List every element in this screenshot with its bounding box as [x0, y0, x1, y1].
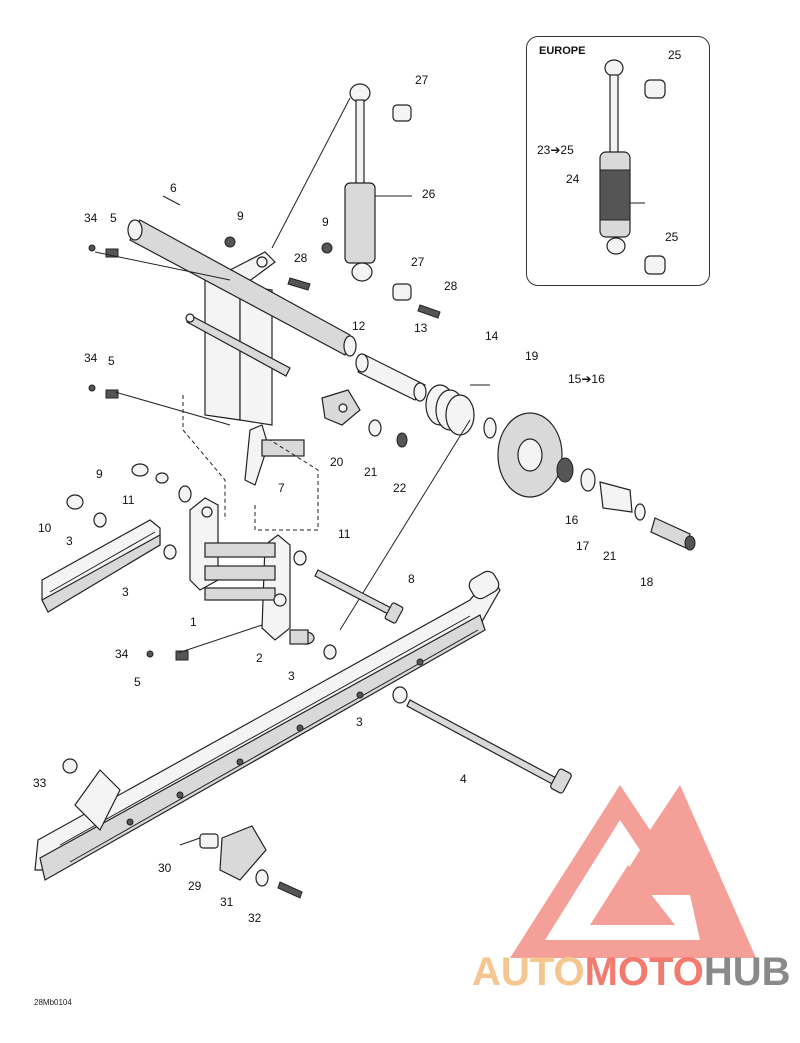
callout-labels: 1 2 3 3 3 3 4 5 5 5 6 7 8 9 9 9 10 11 11…: [33, 48, 682, 925]
idler-wheel: [483, 412, 696, 551]
callout-28: 28: [294, 251, 308, 265]
callout-12: 12: [352, 319, 366, 333]
diagram-code: 28Mb0104: [34, 998, 72, 1007]
callout-5: 5: [108, 354, 115, 368]
callout-3: 3: [66, 534, 73, 548]
callout-1: 1: [190, 615, 197, 629]
callout-30: 30: [158, 861, 172, 875]
watermark-text: AUTOMOTOHUB: [472, 950, 791, 995]
callout-11: 11: [122, 493, 135, 507]
europe-title: EUROPE: [539, 45, 586, 57]
callout-3: 3: [356, 715, 363, 729]
rear-hardware: [62, 758, 303, 899]
callout-18: 18: [640, 575, 654, 589]
callout-23-25: 23➔25: [537, 143, 574, 157]
europe-variant-box: EUROPE: [526, 36, 710, 286]
callout-21: 21: [603, 549, 617, 563]
callout-27: 27: [411, 255, 425, 269]
watermark-part-hub: HUB: [703, 950, 791, 994]
callout-29: 29: [188, 879, 202, 893]
callout-26: 26: [422, 187, 436, 201]
callout-25: 25: [665, 230, 679, 244]
callout-27: 27: [415, 73, 429, 87]
callout-14: 14: [485, 329, 499, 343]
cross-rod: [185, 313, 291, 377]
watermark-part-auto: AUTO: [472, 950, 585, 994]
callout-21: 21: [364, 465, 378, 479]
callout-17: 17: [576, 539, 590, 553]
shock-absorber: [224, 83, 441, 319]
callout-10: 10: [38, 521, 52, 535]
callout-3: 3: [288, 669, 295, 683]
spacer: [355, 353, 427, 402]
callout-34: 34: [115, 647, 129, 661]
stop-bracket: [321, 389, 408, 448]
leader-lines: [94, 97, 645, 846]
upper-shaft: [127, 219, 357, 357]
callout-15-16: 15➔16: [568, 372, 605, 386]
front-rail: [41, 519, 161, 613]
watermark-logo: [510, 785, 756, 958]
callout-32: 32: [248, 911, 262, 925]
europe-shock: [599, 59, 666, 275]
callout-11: 11: [338, 527, 351, 541]
callout-34: 34: [84, 211, 98, 225]
callout-22: 22: [393, 481, 407, 495]
callout-28: 28: [444, 279, 458, 293]
hardware-left: [66, 244, 408, 704]
pivot-arm: [189, 497, 315, 645]
watermark-part-moto: MOTO: [584, 950, 704, 994]
callout-5: 5: [110, 211, 117, 225]
callout-16: 16: [565, 513, 579, 527]
slide-rail: [34, 570, 501, 881]
callout-3: 3: [122, 585, 129, 599]
callout-4: 4: [460, 772, 467, 786]
callout-34: 34: [84, 351, 98, 365]
callout-9: 9: [322, 215, 329, 229]
callout-8: 8: [408, 572, 415, 586]
callout-9: 9: [96, 467, 103, 481]
callout-33: 33: [33, 776, 47, 790]
callout-5: 5: [134, 675, 141, 689]
callout-24: 24: [566, 172, 580, 186]
callout-9: 9: [237, 209, 244, 223]
callout-2: 2: [256, 651, 263, 665]
callout-31: 31: [220, 895, 234, 909]
callout-20: 20: [330, 455, 344, 469]
torsion-spring: [339, 384, 490, 631]
callout-13: 13: [414, 321, 428, 335]
bolts: [314, 569, 572, 794]
callout-7: 7: [278, 481, 285, 495]
callout-6: 6: [170, 181, 177, 195]
callout-25: 25: [668, 48, 682, 62]
callout-19: 19: [525, 349, 539, 363]
